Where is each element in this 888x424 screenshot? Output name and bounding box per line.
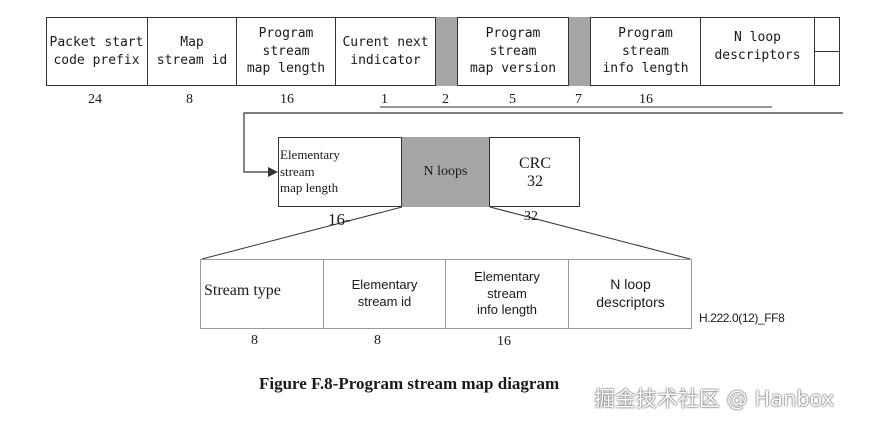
field-program-stream-map-length: Program stream map length [237,17,336,86]
bits-program-stream-map-length: 16 [280,92,294,107]
field-current-next-indicator: Curent next indicator [336,17,436,86]
field-packet-start-code-prefix: Packet start code prefix [46,17,148,86]
field-elementary-stream-id: Elementary stream id [324,259,446,329]
field-n-loop-descriptors-bottom: N loop descriptors [596,276,665,311]
field-crc-32: CRC 32 [518,155,551,190]
bits-program-stream-map-version: 5 [509,92,516,107]
expand-arrow-line [243,112,843,173]
field-reserved-2-shaded [569,17,591,86]
bits-map-stream-id: 8 [186,92,193,107]
bits-reserved-1: 2 [442,92,449,107]
field-n-loop-descriptors: N loop descriptors [701,17,815,86]
field-reserved-1-shaded [436,17,458,86]
field-elementary-stream-map-length: Elementary stream map length [278,137,402,207]
field-map-stream-id: Map stream id [148,17,237,86]
bits-elementary-stream-id: 8 [374,333,381,348]
bits-stream-type: 8 [251,333,258,348]
watermark: 掘金技术社区 @ Hanbox [594,387,835,411]
bits-reserved-2: 7 [575,92,582,107]
bits-packet-start-code-prefix: 24 [88,92,102,107]
field-n-loops-shaded: N loops [402,137,490,207]
expand-arrow-head [268,167,278,177]
bottom-row-table [200,259,692,329]
bits-current-next-indicator: 1 [381,92,388,107]
bits-crc: 32 [524,209,538,224]
bits-elementary-stream-map-length: 16- [328,210,351,229]
figure-caption: Figure F.8-Program stream map diagram [259,374,560,393]
field-program-stream-map-version: Program stream map version [458,17,569,86]
field-stream-type: Stream type [200,259,324,329]
zoom-line-right [489,206,691,260]
figure-reference-tag: H.222.0(12)_FF8 [699,311,785,325]
field-crc-split-cell [815,17,840,86]
bits-elementary-stream-info-length: 16 [497,334,511,349]
bits-program-stream-info-length: 16 [639,92,653,107]
zoom-line-left [201,206,403,260]
field-elementary-stream-info-length: Elementary stream info length [446,259,569,329]
field-program-stream-info-length: Program stream info length [591,17,701,86]
